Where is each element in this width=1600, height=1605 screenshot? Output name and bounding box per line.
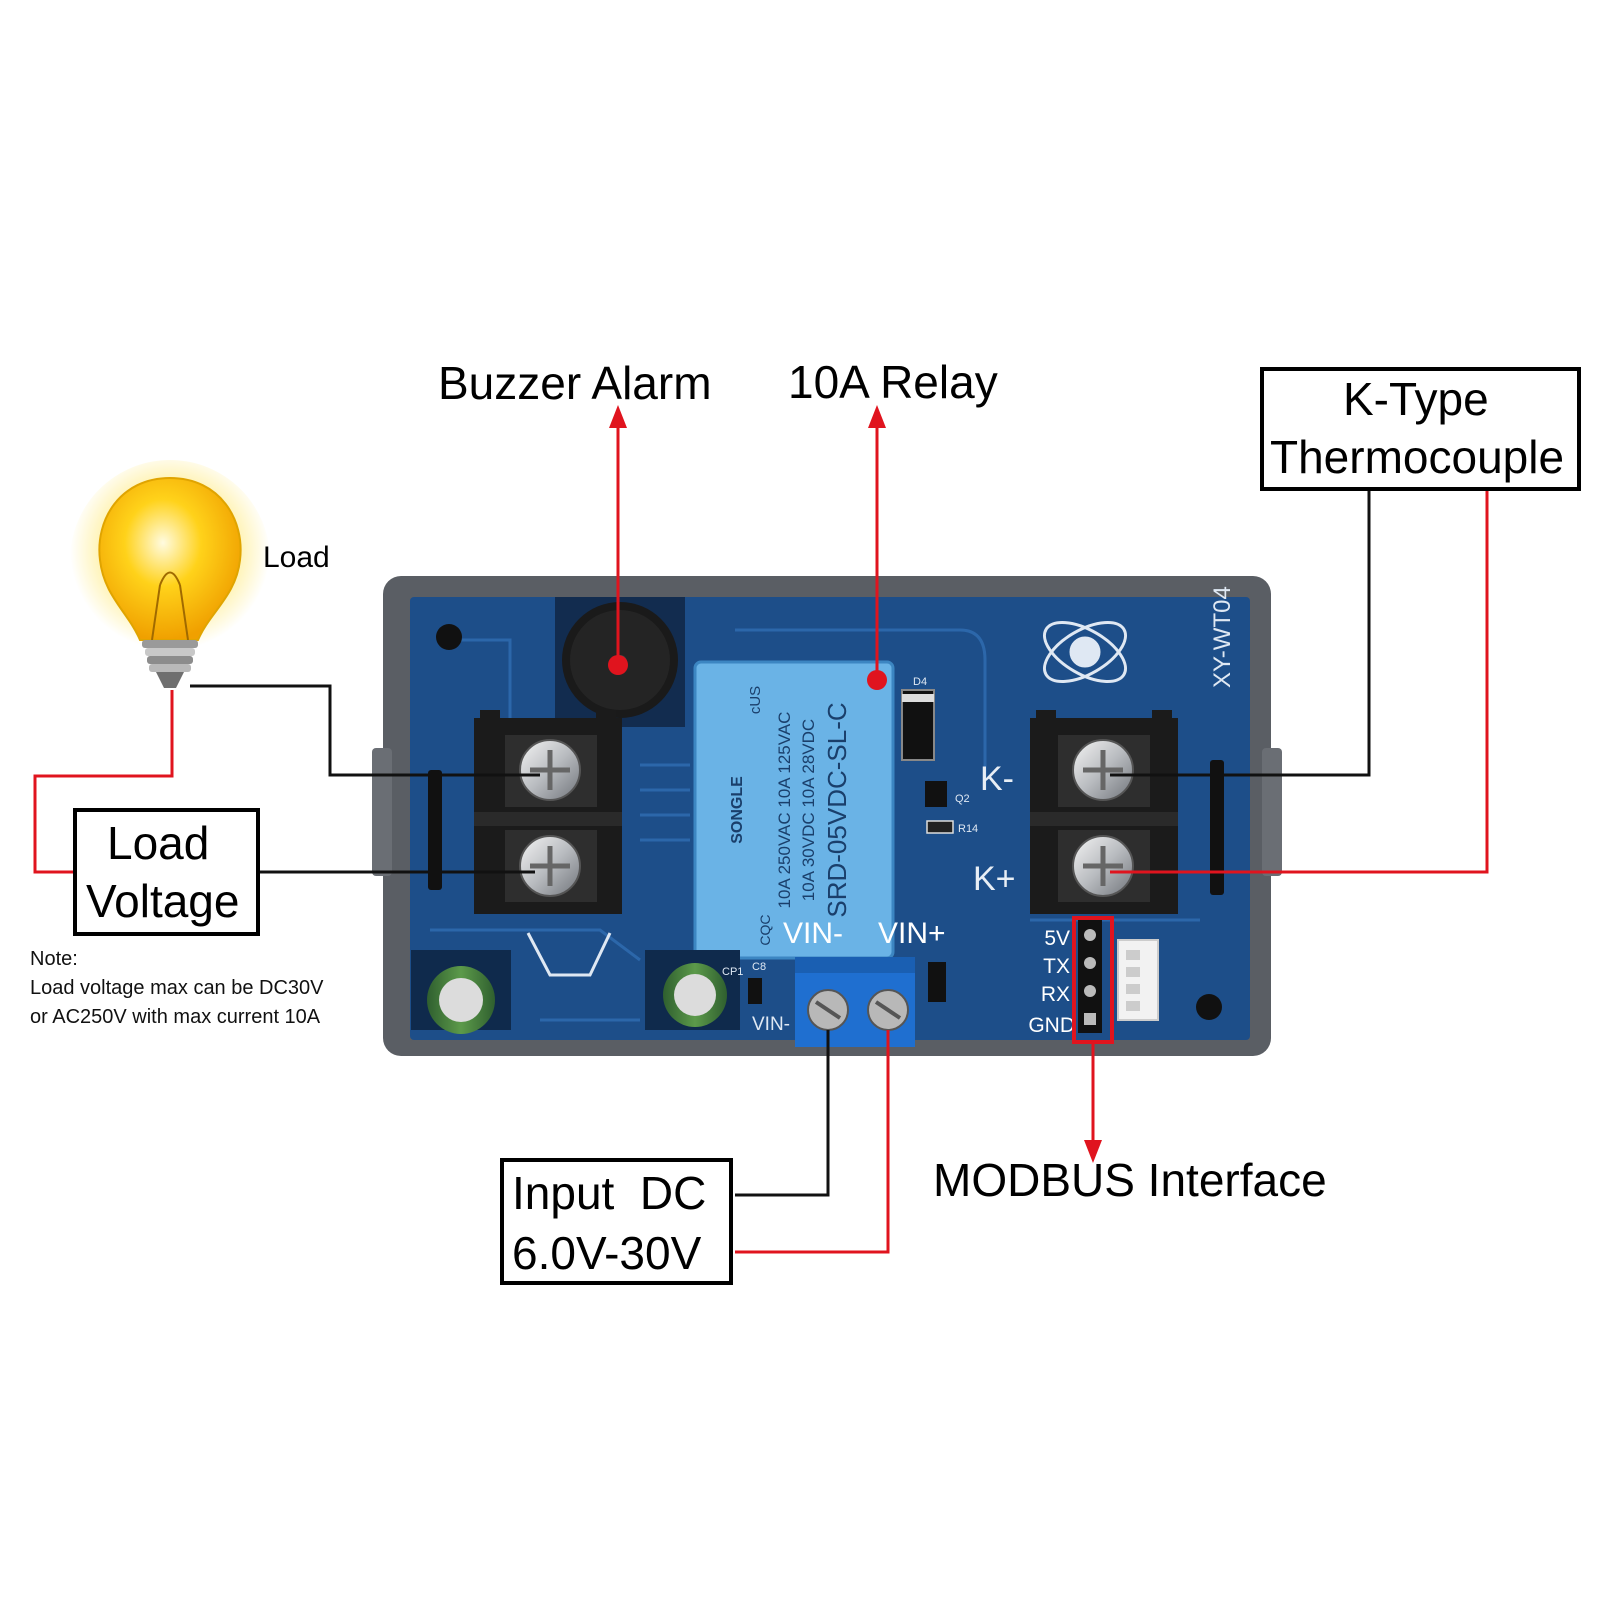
label-vin-minus: VIN- <box>783 917 843 950</box>
label-input-dc-2: 6.0V-30V <box>512 1227 702 1279</box>
right-pin-header <box>1210 760 1224 895</box>
label-vin-plus: VIN+ <box>878 917 946 950</box>
board-model: XY-WT04 <box>1209 586 1236 688</box>
note-line-2: or AC250V with max current 10A <box>30 1006 321 1028</box>
label-pin-rx: RX <box>1041 983 1070 1006</box>
label-thermocouple: Thermocouple <box>1270 431 1565 483</box>
label-c8: C8 <box>752 961 766 973</box>
label-q2: Q2 <box>955 793 970 805</box>
relay-model: SRD-05VDC-SL-C <box>822 702 852 917</box>
label-input-dc-1: Input DC <box>512 1167 707 1219</box>
input-dc-label-box <box>500 1158 733 1285</box>
relay-cqc: CQC <box>757 914 773 945</box>
bottom-components: CP1 C8 VIN- <box>411 932 790 1035</box>
light-bulb-icon <box>70 460 270 688</box>
relay-cert: cUS <box>747 686 764 714</box>
load-terminal-block <box>474 710 622 914</box>
label-r14: R14 <box>958 823 978 835</box>
thermocouple-terminal-block <box>1030 710 1178 914</box>
relay-rating-2: 10A 30VDC 10A 28VDC <box>799 719 818 901</box>
label-pin-tx: TX <box>1043 955 1070 978</box>
label-relay: 10A Relay <box>788 356 998 408</box>
relay-brand: SONGLE <box>729 776 746 844</box>
thermocouple-label-box <box>1260 367 1581 491</box>
label-load: Load <box>263 541 330 574</box>
label-load-voltage-2: Voltage <box>86 875 240 927</box>
load-voltage-label-box <box>73 808 260 936</box>
label-k-type: K-Type <box>1343 373 1489 425</box>
label-buzzer-alarm: Buzzer Alarm <box>438 357 712 409</box>
relay-rating-1: 10A 250VAC 10A 125VAC <box>775 712 794 909</box>
label-cp1: CP1 <box>722 966 743 978</box>
note-title: Note: <box>30 948 78 970</box>
smd-parts: D4 Q2 R14 <box>901 676 978 835</box>
wires <box>33 491 1489 1254</box>
brand-logo-icon <box>1043 621 1127 683</box>
label-load-voltage-1: Load <box>107 817 210 869</box>
label-pin-gnd: GND <box>1028 1014 1075 1037</box>
label-pin-5v: 5V <box>1044 927 1070 950</box>
label-modbus-interface: MODBUS Interface <box>933 1154 1327 1206</box>
label-vin-minus-small: VIN- <box>752 1014 790 1035</box>
relay-marker-dot <box>867 670 887 690</box>
annotation-arrows <box>608 405 1102 1163</box>
input-dc-terminal <box>795 957 946 1047</box>
note-line-1: Load voltage max can be DC30V <box>30 977 324 999</box>
label-k-minus: K- <box>980 760 1014 798</box>
modbus-header <box>1078 918 1159 1033</box>
buzzer-marker-dot <box>608 655 628 675</box>
left-pin-header <box>428 770 442 890</box>
label-d4: D4 <box>913 676 927 688</box>
relay: SONGLE 10A 250VAC 10A 125VAC 10A 30VDC 1… <box>693 660 895 960</box>
label-k-plus: K+ <box>973 860 1016 898</box>
